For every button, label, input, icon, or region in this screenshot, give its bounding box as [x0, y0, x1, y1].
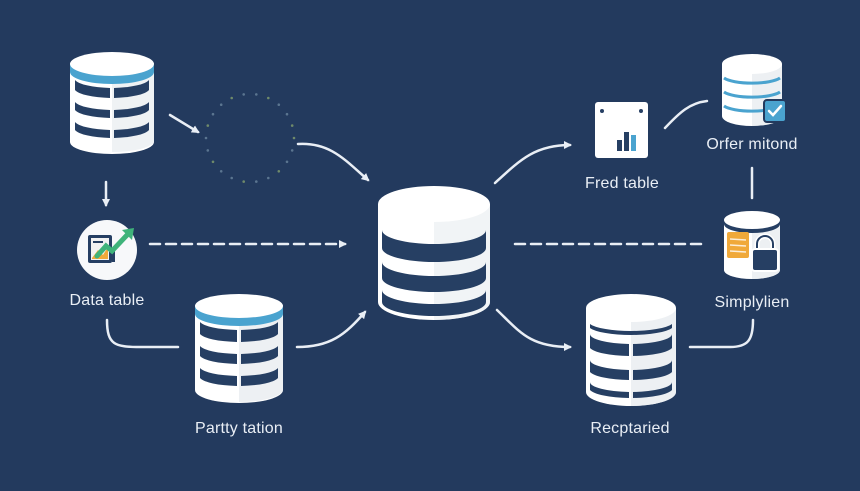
chart-document-icon [88, 228, 134, 263]
loading-dot [285, 112, 289, 116]
edge-circle-to-central [296, 142, 370, 182]
loading-dot [211, 112, 215, 116]
loading-dot [254, 93, 258, 96]
loading-dot [242, 93, 245, 96]
loading-dot [254, 180, 258, 183]
loading-dot [242, 180, 245, 183]
data-table-node[interactable] [77, 220, 137, 280]
loading-dot [230, 176, 233, 180]
database-table-icon-recptaried[interactable] [586, 294, 676, 406]
edge-fredtable-to-orfer [663, 99, 709, 130]
bar-chart-icon [600, 109, 643, 151]
partty-tation-label: Partty tation [195, 420, 283, 437]
loading-circle-icon [204, 93, 296, 183]
fred-table-node[interactable] [595, 102, 648, 158]
orfer-mitond-node[interactable] [722, 54, 787, 126]
fred-table-label: Fred table [584, 175, 660, 192]
loading-dot [277, 170, 281, 173]
lock-icon [751, 233, 779, 272]
loading-dot [204, 136, 208, 140]
loading-dot [206, 149, 210, 152]
edge-topleftdb-to-circle [168, 113, 200, 134]
loading-dot [219, 170, 223, 173]
loading-dot [292, 136, 296, 140]
loading-dot [277, 103, 281, 106]
simplylien-node[interactable] [724, 211, 780, 279]
loading-dot [206, 124, 210, 127]
database-table-icon-partty-tation[interactable] [195, 294, 283, 403]
loading-dot [230, 96, 233, 100]
loading-dot [267, 96, 270, 100]
edge-datatable-to-partytation [105, 318, 180, 349]
loading-dot [285, 160, 289, 164]
edge-central-to-recptaried [495, 308, 572, 351]
loading-dot [219, 103, 223, 106]
edge-central-to-fredtable [493, 141, 572, 185]
edge-recptaried-to-simplylien [688, 318, 755, 349]
recptaried-label: Recptaried [590, 420, 670, 437]
simplylien-label: Simplylien [714, 294, 790, 311]
loading-dot [290, 149, 294, 152]
orfer-mitond-label: Orfer mitond [706, 136, 798, 153]
central-database-icon[interactable] [378, 186, 490, 320]
loading-dot [211, 160, 215, 164]
edge-partytation-to-central [295, 310, 367, 349]
check-icon [763, 99, 787, 123]
loading-dot [290, 124, 294, 127]
loading-dot [267, 176, 270, 180]
data-table-label: Data table [69, 292, 145, 309]
database-table-icon-top-left [70, 52, 154, 154]
